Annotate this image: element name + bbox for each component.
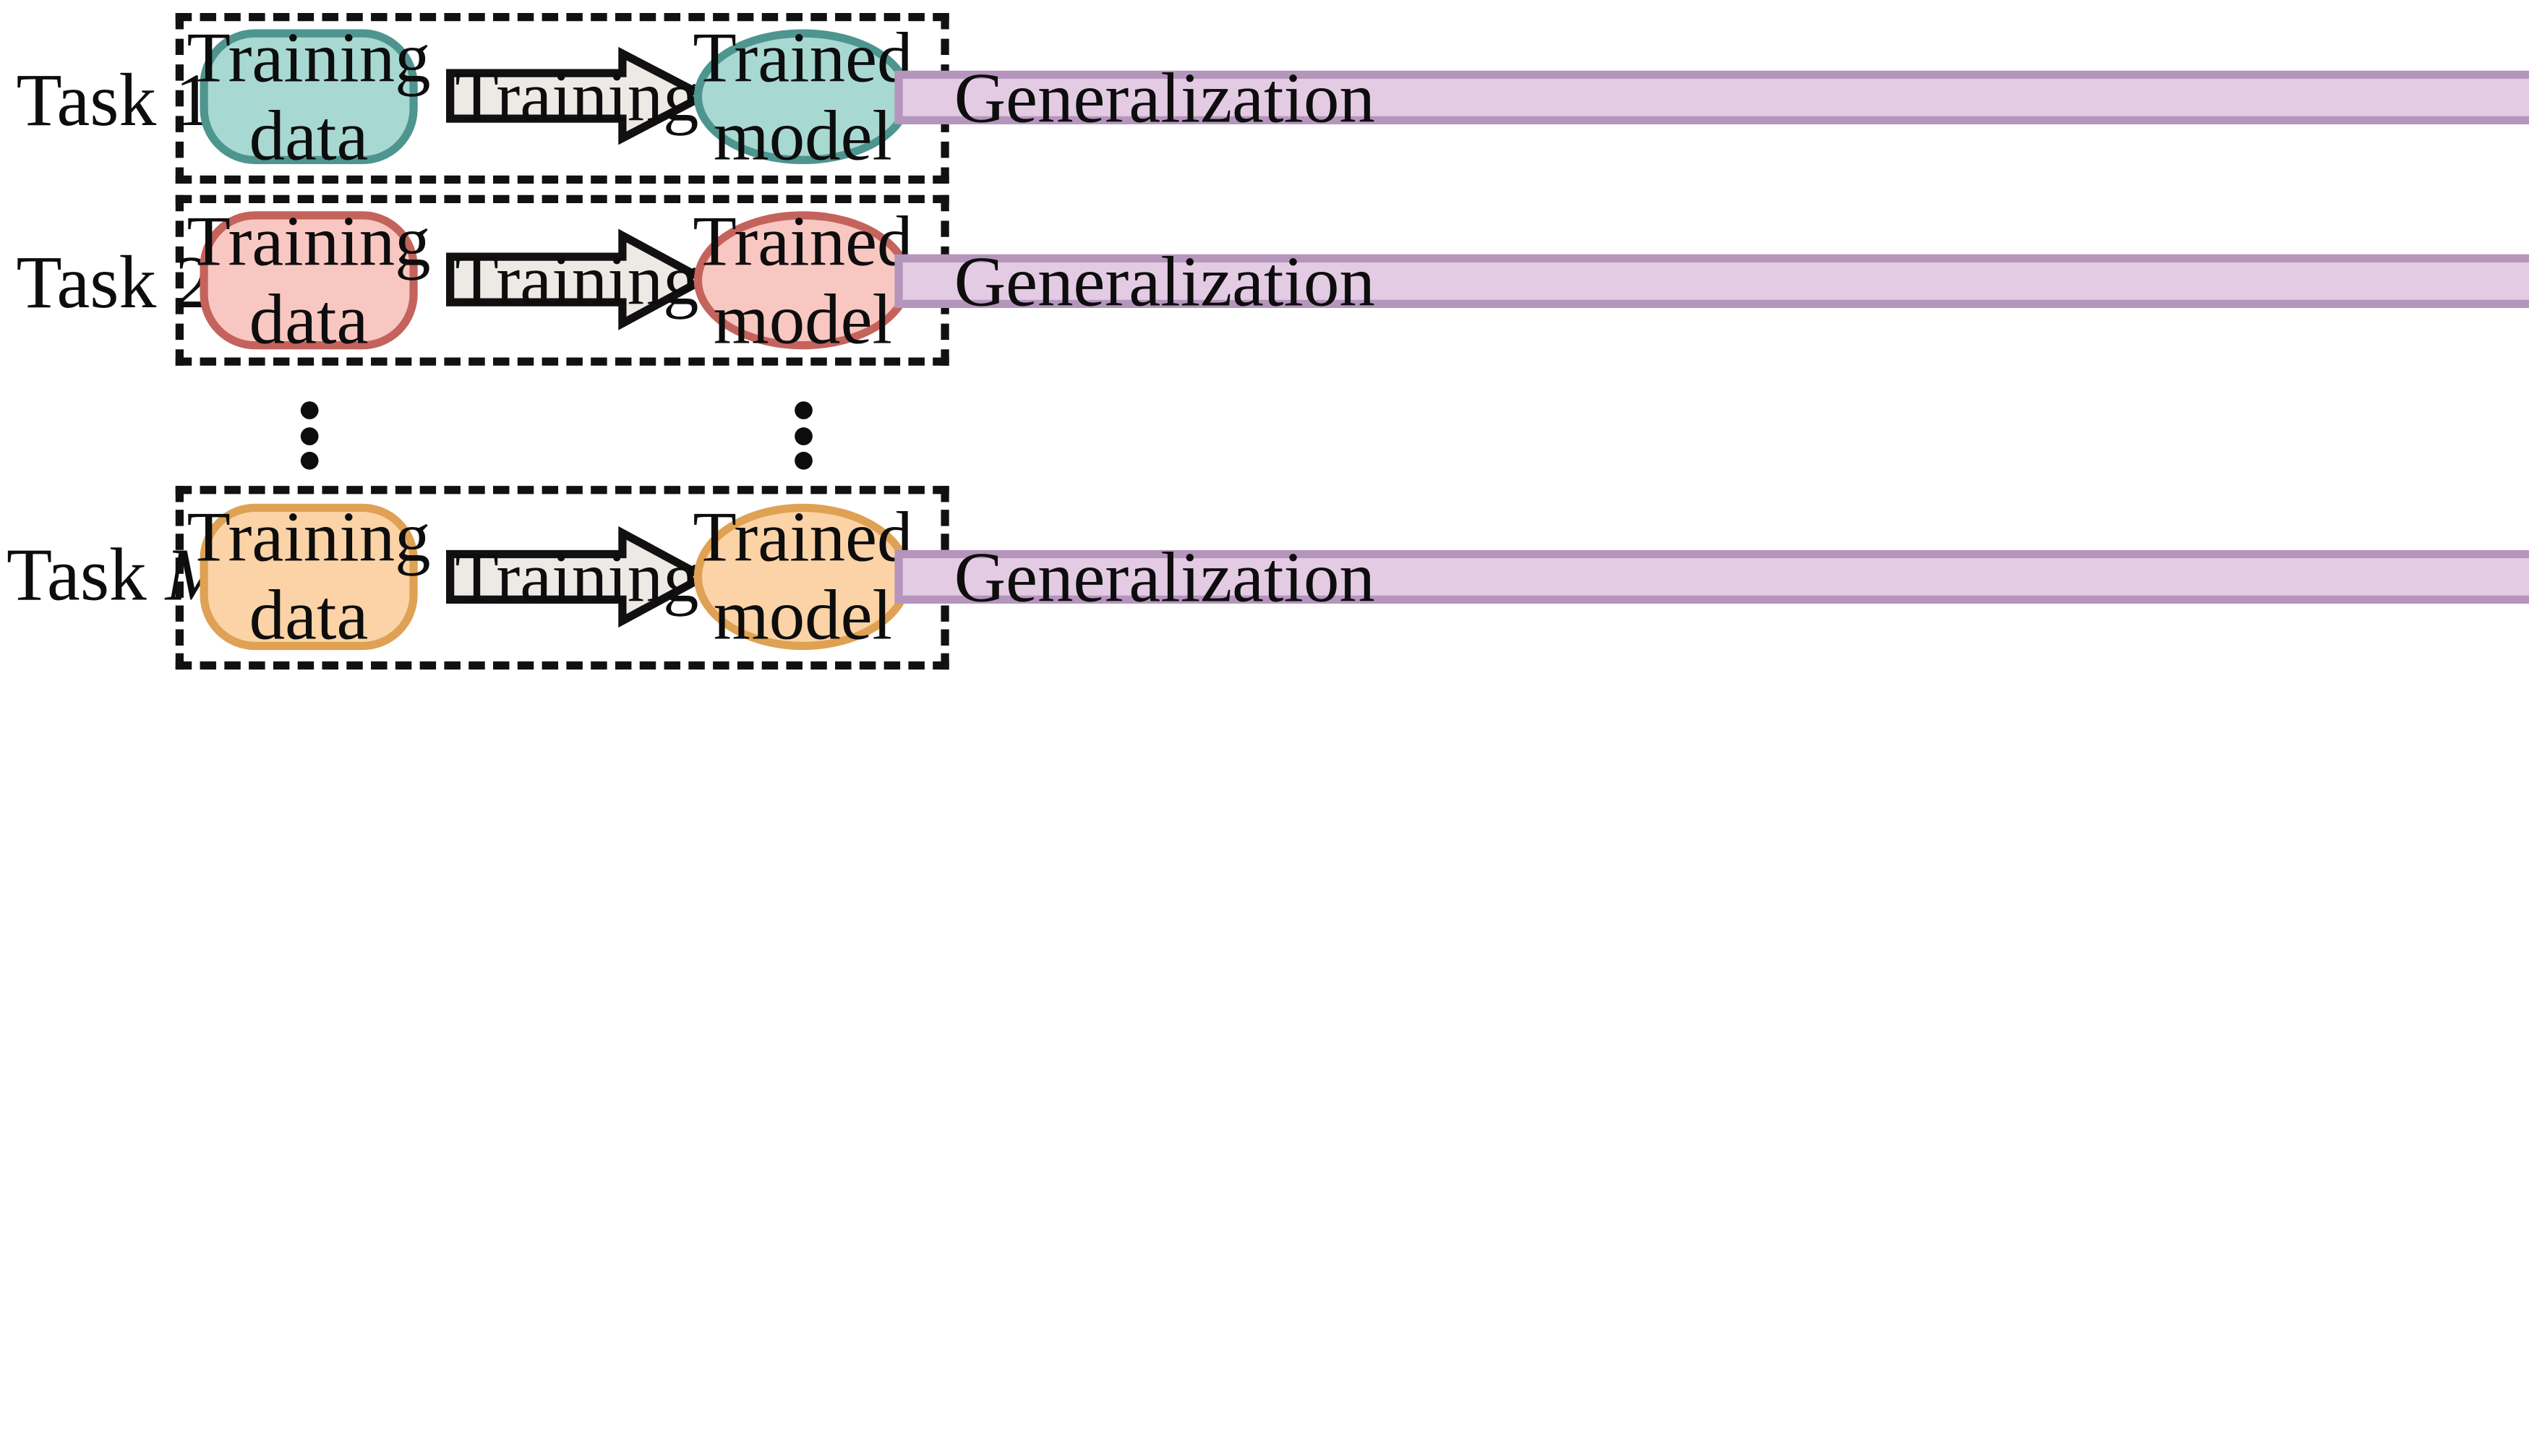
panel-a-task-m-training-data-label: Training data bbox=[187, 497, 431, 655]
panel-a-task-1-label-prefix: Task bbox=[16, 58, 176, 142]
panel-a-task-1-trained-model-ellipse: Trained model bbox=[693, 19, 912, 174]
panel-a-task-1-training-data-label: Training data bbox=[187, 17, 431, 175]
panel-a-task-2-generalization-arrow: Generalization bbox=[894, 241, 2529, 321]
panel-a-task-m-trained-model-label: Trained model bbox=[693, 497, 913, 655]
panel-a-task-2-training-data-label: Training data bbox=[187, 201, 431, 359]
panel-a-task-m-training-arrow: Training bbox=[446, 526, 713, 628]
panel-a-task-m-trained-model-ellipse: Trained model bbox=[693, 500, 912, 654]
panel-a-task-m-generalization-arrow: Generalization bbox=[894, 537, 2529, 617]
panel-a-task-2-label: Task 2 bbox=[16, 240, 212, 324]
panel-a-task-1-label: Task 1 bbox=[16, 61, 212, 140]
panel-a-task-m-label-prefix: Task bbox=[6, 533, 166, 616]
panel-a-task-1-training-data-box: Training data bbox=[187, 19, 431, 174]
panel-a-model-column-ellipsis bbox=[793, 401, 813, 470]
panel-a-task-2-training-arrow: Training bbox=[446, 228, 713, 330]
panel-a-task-1-generalization-arrow: Generalization bbox=[894, 58, 2529, 137]
panel-a-task-m-label: Task M bbox=[6, 533, 228, 616]
panel-a-task-2-label-prefix: Task bbox=[16, 240, 176, 324]
panel-a-task-1-trained-model-label: Trained model bbox=[693, 17, 913, 175]
panel-a-task-m-training-data-box: Training data bbox=[187, 500, 431, 654]
panel-a-task-1-training-arrow: Training bbox=[446, 46, 713, 145]
panel-a-task-2-trained-model-ellipse: Trained model bbox=[693, 202, 912, 357]
panel-a-task-2-training-data-box: Training data bbox=[187, 202, 431, 357]
figure-canvas: Task 1 Task 2 Task M Training data Train… bbox=[6, 12, 2529, 670]
panel-a-task-2-trained-model-label: Trained model bbox=[693, 201, 913, 359]
panel-a-data-column-ellipsis bbox=[299, 401, 319, 470]
